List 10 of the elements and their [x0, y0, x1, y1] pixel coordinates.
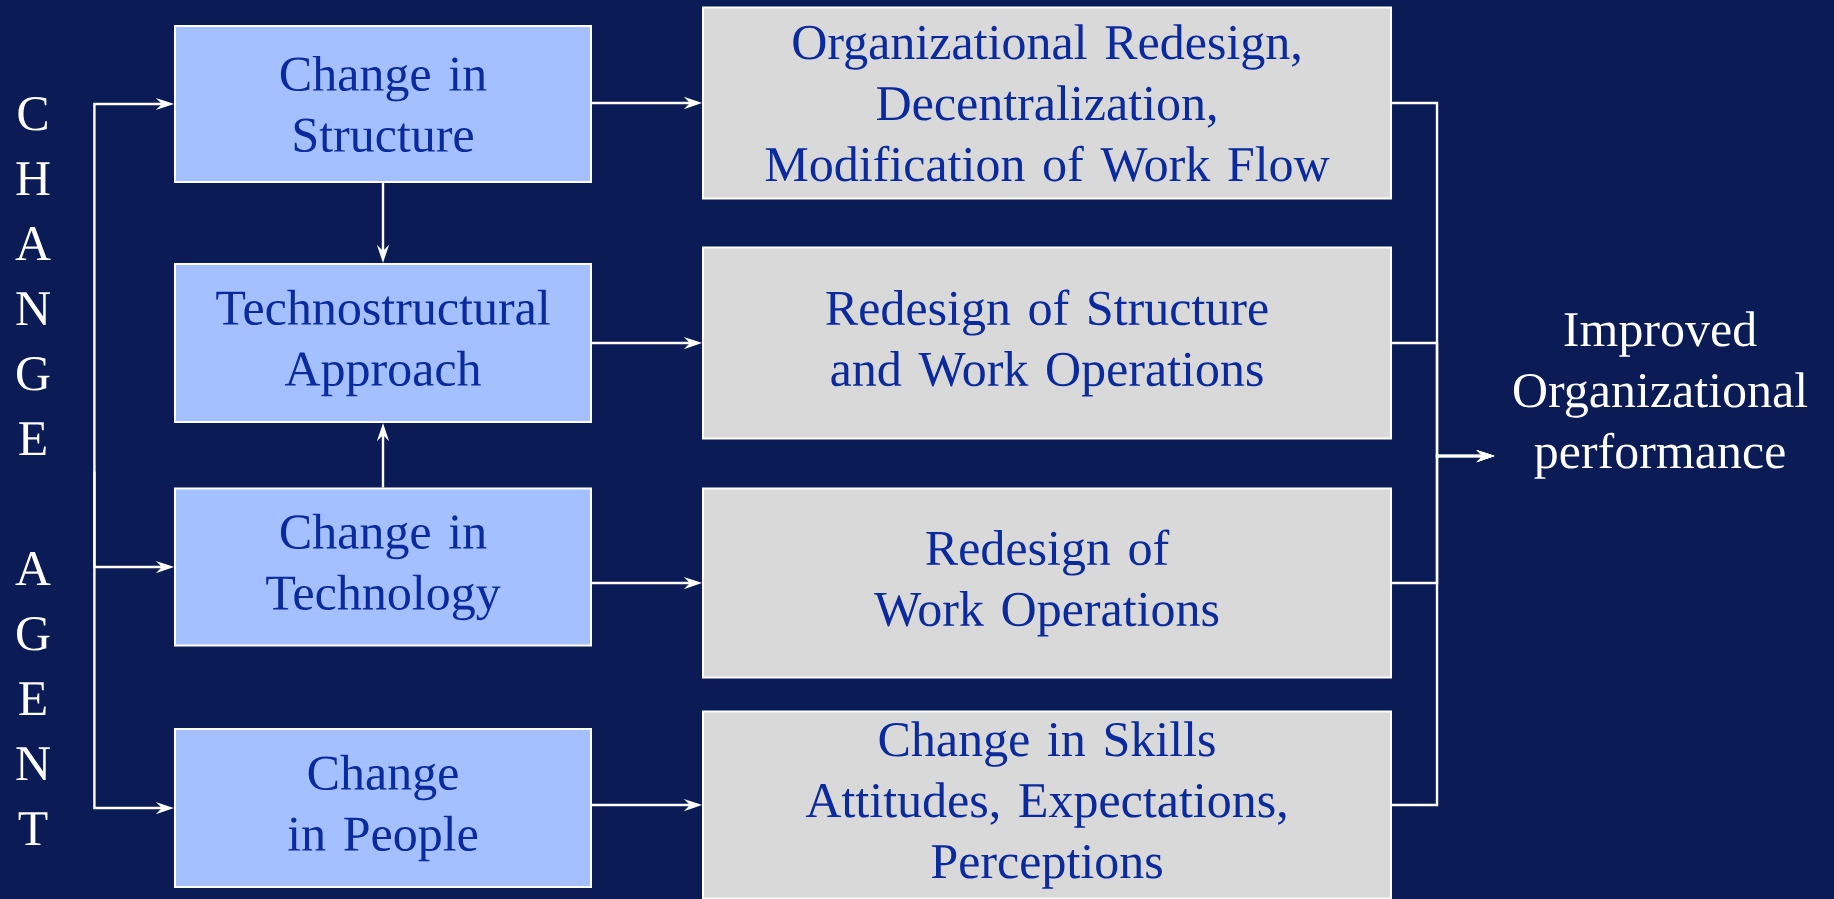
result-text: Improved Organizational performance — [1513, 311, 1808, 479]
change-box: Change in Technology — [174, 487, 592, 647]
outcome-box: Change in Skills Attitudes, Expectations, Perceptions — [702, 710, 1392, 899]
vertical-label: CHANGE AGENT — [15, 96, 51, 846]
change-box: Change in People — [174, 728, 592, 888]
change-box: Technostructural Approach — [174, 263, 592, 423]
outcome-box: Organizational Redesign, Decentralization, Modification of Work Flow — [702, 6, 1392, 200]
outcome-box: Redesign of Structure and Work Operations — [702, 246, 1392, 440]
change-box: Change in Structure — [174, 25, 592, 183]
outcome-box: Redesign of Work Operations — [702, 487, 1392, 679]
